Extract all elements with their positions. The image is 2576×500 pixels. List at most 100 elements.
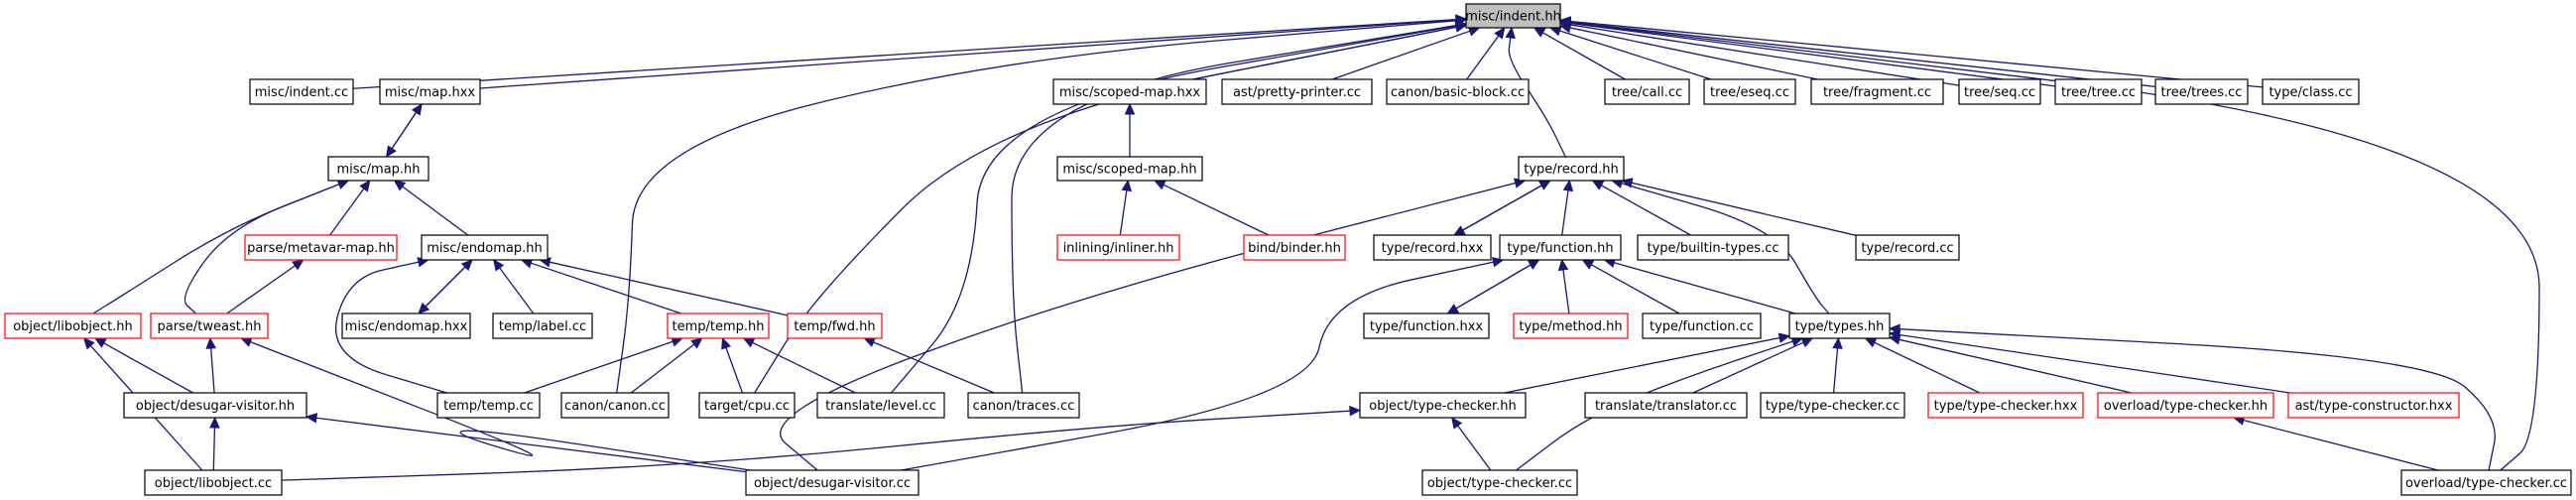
graph-node-type-checker-hh[interactable]: object/type-checker.hh xyxy=(1359,392,1527,419)
node-label: temp/fwd.hh xyxy=(794,319,875,334)
graph-node-overload-type-checker-cc[interactable]: overload/type-checker.cc xyxy=(2400,469,2572,496)
node-label: misc/map.hh xyxy=(336,163,420,178)
graph-node-function-hh[interactable]: type/function.hh xyxy=(1499,234,1622,261)
graph-node-temp-hh[interactable]: temp/temp.hh xyxy=(667,312,770,339)
node-box xyxy=(327,156,429,182)
graph-node-inliner-hh[interactable]: inlining/inliner.hh xyxy=(1056,234,1180,261)
graph-node-builtin-types-cc[interactable]: type/builtin-types.cc xyxy=(1637,234,1789,261)
node-box xyxy=(2400,469,2572,496)
arrowhead-icon xyxy=(690,337,703,349)
node-box xyxy=(1604,78,1690,105)
node-box xyxy=(1056,234,1180,261)
dependency-edge-binder-hh-to-scoped-map-hh xyxy=(1163,184,1270,236)
node-box xyxy=(1855,234,1960,261)
graph-node-overload-type-checker-hh[interactable]: overload/type-checker.hh xyxy=(2097,392,2274,419)
node-label: misc/scoped-map.hh xyxy=(1062,163,1196,178)
graph-node-traces-cc[interactable]: canon/traces.cc xyxy=(967,392,1080,419)
dependency-edge-builtin-types-cc-to-record-hh xyxy=(1601,185,1691,236)
graph-node-call-cc[interactable]: tree/call.cc xyxy=(1604,78,1690,105)
dependency-edge-desugar-visitor-cc-to-record-hh xyxy=(780,182,1516,471)
graph-node-translator-cc[interactable]: translate/translator.cc xyxy=(1584,392,1748,419)
graph-node-type-constructor-hxx[interactable]: ast/type-constructor.hxx xyxy=(2287,392,2460,419)
node-label: type/record.hxx xyxy=(1382,241,1484,256)
dependency-edge-traces-cc-to-fwd-hh xyxy=(873,341,995,394)
node-label: tree/call.cc xyxy=(1612,85,1682,100)
node-label: type/builtin-types.cc xyxy=(1647,241,1779,256)
node-label: canon/canon.cc xyxy=(564,399,666,414)
node-box xyxy=(1760,392,1905,419)
dependency-edge-function-hh-to-record-hh xyxy=(1561,189,1569,236)
node-box xyxy=(2097,392,2274,419)
graph-node-tree-cc[interactable]: tree/tree.cc xyxy=(2054,78,2143,105)
graph-node-trees-cc[interactable]: tree/trees.cc xyxy=(2154,78,2249,105)
graph-node-scoped-map-hh[interactable]: misc/scoped-map.hh xyxy=(1056,156,1203,182)
dependency-edge-libobject-cc-to-type-checker-hh xyxy=(281,410,1351,481)
graph-node-libobject-cc[interactable]: object/libobject.cc xyxy=(144,469,283,496)
graph-node-endomap-hh[interactable]: misc/endomap.hh xyxy=(421,234,549,261)
graph-node-pretty-printer-cc[interactable]: ast/pretty-printer.cc xyxy=(1221,78,1373,105)
graph-node-libobject-hh[interactable]: object/libobject.hh xyxy=(4,312,142,339)
graph-node-class-cc[interactable]: type/class.cc xyxy=(2262,78,2360,105)
graph-node-eseq-cc[interactable]: tree/eseq.cc xyxy=(1703,78,1796,105)
graph-node-seq-cc[interactable]: tree/seq.cc xyxy=(1958,78,2041,105)
graph-node-root[interactable]: misc/indent.hh xyxy=(1465,3,1561,29)
node-label: type/record.hh xyxy=(1524,163,1619,178)
arrowhead-icon xyxy=(1450,417,1463,430)
node-label: type/type-checker.hxx xyxy=(1934,399,2078,414)
node-box xyxy=(2054,78,2143,105)
dependency-edge-object-type-checker-cc-to-type-checker-hh xyxy=(1457,425,1492,471)
arrowhead-icon xyxy=(1124,102,1136,115)
node-label: misc/scoped-map.hxx xyxy=(1059,85,1201,100)
graph-node-map-hxx[interactable]: misc/map.hxx xyxy=(379,78,481,105)
arrowhead-icon xyxy=(493,259,505,272)
dependency-edge-fragment-cc-to-root xyxy=(1569,27,1818,80)
graph-node-record-hh[interactable]: type/record.hh xyxy=(1518,156,1625,182)
arrowhead-icon xyxy=(721,336,732,350)
graph-node-desugar-visitor-cc[interactable]: object/desugar-visitor.cc xyxy=(745,469,920,496)
graph-node-map-hh[interactable]: misc/map.hh xyxy=(327,156,429,182)
graph-node-object-type-checker-cc[interactable]: object/type-checker.cc xyxy=(1421,469,1578,496)
graph-node-label-cc[interactable]: temp/label.cc xyxy=(492,312,593,339)
graph-node-cpu-cc[interactable]: target/cpu.cc xyxy=(698,392,796,419)
graph-node-method-hh[interactable]: type/method.hh xyxy=(1513,312,1629,339)
node-box xyxy=(560,392,670,419)
arrowhead-icon xyxy=(205,336,216,349)
arrowhead-icon xyxy=(393,180,407,191)
node-label: object/type-checker.cc xyxy=(1427,476,1572,491)
graph-node-temp-cc[interactable]: temp/temp.cc xyxy=(436,392,541,419)
graph-node-function-hxx[interactable]: type/function.hxx xyxy=(1363,312,1490,339)
graph-node-function-cc[interactable]: type/function.cc xyxy=(1642,312,1762,339)
graph-node-scoped-map-hxx[interactable]: misc/scoped-map.hxx xyxy=(1052,78,1207,105)
graph-node-indent-cc[interactable]: misc/indent.cc xyxy=(249,78,354,105)
dependency-edge-desugar-visitor-hh-to-libobject-hh xyxy=(103,342,193,394)
node-box xyxy=(436,392,541,419)
graph-node-endomap-hxx[interactable]: misc/endomap.hxx xyxy=(341,312,471,339)
node-label: object/libobject.hh xyxy=(13,319,133,334)
graph-node-metavar-map-hh[interactable]: parse/metavar-map.hh xyxy=(244,234,398,261)
node-label: tree/seq.cc xyxy=(1964,85,2035,100)
graph-node-tweast-hh[interactable]: parse/tweast.hh xyxy=(150,312,269,339)
node-box xyxy=(1958,78,2041,105)
node-box xyxy=(379,78,481,105)
graph-node-basic-block-cc[interactable]: canon/basic-block.cc xyxy=(1386,78,1530,105)
node-box xyxy=(1465,3,1561,29)
node-label: parse/tweast.hh xyxy=(158,319,262,334)
node-box xyxy=(745,469,920,496)
node-label: bind/binder.hh xyxy=(1248,241,1341,256)
dependency-edge-endomap-hh-to-endomap-hxx xyxy=(425,259,473,308)
graph-node-canon-cc[interactable]: canon/canon.cc xyxy=(560,392,670,419)
graph-node-type-type-checker-cc[interactable]: type/type-checker.cc xyxy=(1760,392,1905,419)
graph-node-fragment-cc[interactable]: tree/fragment.cc xyxy=(1810,78,1944,105)
graph-node-fwd-hh[interactable]: temp/fwd.hh xyxy=(787,312,883,339)
arrowhead-icon xyxy=(239,336,253,347)
graph-node-type-type-checker-hxx[interactable]: type/type-checker.hxx xyxy=(1927,392,2084,419)
graph-node-desugar-visitor-hh[interactable]: object/desugar-visitor.hh xyxy=(123,392,307,419)
graph-node-record-cc[interactable]: type/record.cc xyxy=(1855,234,1960,261)
graph-node-binder-hh[interactable]: bind/binder.hh xyxy=(1243,234,1346,261)
arrowhead-icon xyxy=(1800,337,1814,348)
dependency-edge-method-hh-to-function-hh xyxy=(1562,269,1570,314)
graph-node-level-cc[interactable]: translate/level.cc xyxy=(816,392,945,419)
dependency-edge-overload-type-checker-cc-to-root xyxy=(1569,22,2540,471)
graph-node-record-hxx[interactable]: type/record.hxx xyxy=(1373,234,1492,261)
graph-node-types-hh[interactable]: type/types.hh xyxy=(1788,312,1891,339)
